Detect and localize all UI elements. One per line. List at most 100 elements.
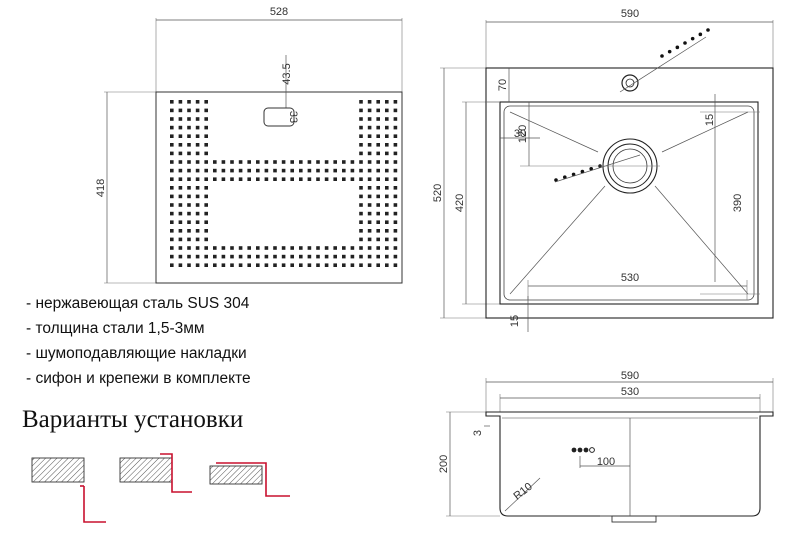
grid-hole bbox=[385, 125, 389, 130]
grid-hole bbox=[376, 134, 380, 138]
grid-hole bbox=[281, 168, 286, 173]
grid-hole bbox=[187, 263, 191, 267]
grid-hole bbox=[350, 168, 355, 173]
grid-hole bbox=[350, 177, 355, 181]
grid-hole bbox=[204, 160, 208, 164]
grid-hole bbox=[187, 100, 191, 104]
dim-offset-15-right: 15 bbox=[704, 114, 716, 126]
grid-hole bbox=[359, 125, 363, 130]
grid-hole bbox=[170, 151, 174, 156]
grid-hole bbox=[385, 160, 389, 164]
grid-hole bbox=[359, 168, 363, 173]
overflow-marker bbox=[571, 447, 595, 453]
grid-hole bbox=[178, 160, 183, 164]
grid-hole bbox=[342, 177, 346, 181]
grid-hole bbox=[187, 237, 191, 242]
grid-hole bbox=[213, 263, 217, 267]
dim-side-flange: 3 bbox=[472, 430, 484, 436]
grid-hole bbox=[393, 254, 398, 259]
grid-hole bbox=[264, 160, 269, 164]
grid-hole bbox=[333, 254, 337, 259]
install-variants bbox=[31, 453, 290, 523]
grid-hole bbox=[187, 168, 191, 173]
grid-hole bbox=[367, 254, 372, 259]
grid-hole bbox=[213, 254, 217, 259]
grid-hole bbox=[367, 108, 372, 113]
tap-hole bbox=[621, 74, 639, 92]
grid-hole bbox=[256, 160, 260, 164]
grid-hole bbox=[385, 134, 389, 138]
grid-hole bbox=[264, 263, 269, 267]
grid-hole bbox=[204, 125, 208, 130]
grid-hole bbox=[170, 263, 174, 267]
grid-hole bbox=[204, 263, 208, 267]
grid-hole bbox=[170, 211, 174, 216]
grid-hole bbox=[376, 186, 380, 190]
grid-hole bbox=[238, 168, 243, 173]
install-variants-title: Варианты установки bbox=[22, 406, 244, 433]
grid-hole bbox=[333, 168, 337, 173]
marker-dot bbox=[580, 169, 585, 174]
dim-radius: R10 bbox=[512, 481, 535, 503]
dim-top-width: 590 bbox=[621, 8, 639, 20]
marker-dot bbox=[571, 172, 576, 177]
grid-hole bbox=[307, 254, 312, 259]
grid-hole bbox=[178, 237, 183, 242]
grid-hole bbox=[273, 160, 277, 164]
grid-hole bbox=[393, 220, 398, 224]
grid-hole bbox=[299, 177, 303, 181]
grid-hole bbox=[359, 220, 363, 224]
grid-hole bbox=[221, 160, 226, 164]
grid-hole bbox=[359, 186, 363, 190]
grid-hole bbox=[256, 177, 260, 181]
grid-hole bbox=[247, 177, 251, 181]
grid-hole bbox=[359, 194, 363, 199]
grid-hole bbox=[170, 194, 174, 199]
grid-hole bbox=[376, 229, 380, 233]
grid-hole bbox=[204, 194, 208, 199]
grid-hole bbox=[230, 263, 234, 267]
grid-hole bbox=[307, 160, 312, 164]
marker-dot bbox=[690, 36, 695, 41]
grid-hole bbox=[273, 177, 277, 181]
grid-hole bbox=[316, 160, 320, 164]
grid-hole bbox=[195, 194, 200, 199]
grid-hole bbox=[385, 100, 389, 104]
grid-hole bbox=[178, 117, 183, 121]
grid-hole bbox=[299, 160, 303, 164]
grid-hole bbox=[376, 237, 380, 242]
grid-hole bbox=[273, 246, 277, 250]
marker-dot bbox=[706, 28, 710, 32]
grid-hole bbox=[393, 246, 398, 250]
grid-hole bbox=[393, 168, 398, 173]
grid-hole bbox=[247, 246, 251, 250]
grid-hole bbox=[195, 117, 200, 121]
grid-hole bbox=[195, 160, 200, 164]
grid-hole bbox=[204, 237, 208, 242]
grid-hole bbox=[359, 254, 363, 259]
dim-inner-530: 530 bbox=[621, 272, 639, 284]
grid-hole bbox=[195, 220, 200, 224]
grid-hole bbox=[187, 151, 191, 156]
grid-hole bbox=[359, 160, 363, 164]
grid-hole bbox=[385, 143, 389, 147]
tap-hole-marker bbox=[660, 28, 710, 58]
grid-hole bbox=[256, 254, 260, 259]
sink-bowl-inner bbox=[503, 105, 755, 301]
grid-hole bbox=[204, 117, 208, 121]
grid-hole bbox=[333, 160, 337, 164]
grid-hole bbox=[367, 168, 372, 173]
grid-hole bbox=[230, 160, 234, 164]
grid-hole bbox=[195, 211, 200, 216]
grid-hole bbox=[204, 168, 208, 173]
grid-hole bbox=[195, 125, 200, 130]
grid-hole bbox=[221, 263, 226, 267]
grid-perforation bbox=[170, 100, 398, 267]
grid-hole bbox=[342, 263, 346, 267]
grid-hole bbox=[316, 263, 320, 267]
grid-hole bbox=[178, 125, 183, 130]
grid-hole bbox=[213, 168, 217, 173]
grid-hole bbox=[359, 143, 363, 147]
grid-hole bbox=[281, 160, 286, 164]
